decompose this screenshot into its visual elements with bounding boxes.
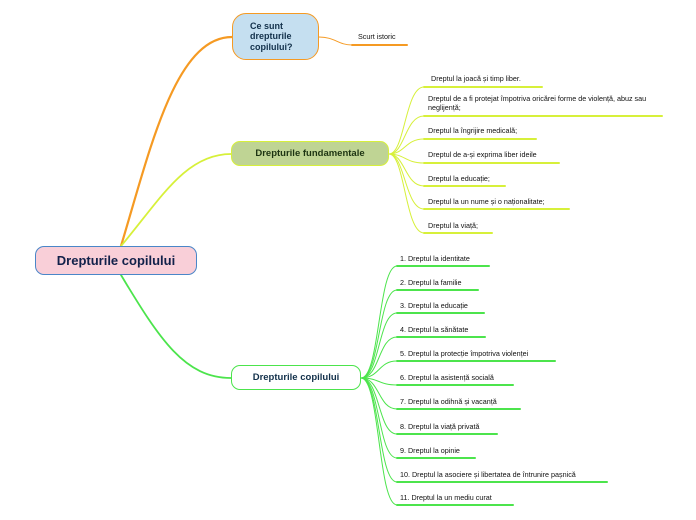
subtopic-item[interactable]: 3. Dreptul la educație <box>400 301 468 310</box>
subtopic-item[interactable]: 6. Dreptul la asistență socială <box>400 373 494 382</box>
topic-label: Ce sunt drepturile copilului? <box>250 20 293 52</box>
central-topic[interactable]: Drepturile copilului <box>35 246 197 275</box>
subtopic-item[interactable]: 8. Dreptul la viață privată <box>400 422 480 431</box>
subtopic-item[interactable]: Dreptul de a fi protejat împotriva orică… <box>428 94 647 112</box>
subtopic-item[interactable]: 7. Dreptul la odihnă și vacanță <box>400 397 497 406</box>
subtopic-item[interactable]: 10. Dreptul la asociere și libertatea de… <box>400 470 576 479</box>
subtopic-item[interactable]: Scurt istoric <box>358 32 396 41</box>
subtopic-item[interactable]: Dreptul la educație; <box>428 174 490 183</box>
subtopic-item[interactable]: Dreptul la un nume și o naționalitate; <box>428 197 545 206</box>
topic-drepturile-copilului[interactable]: Drepturile copilului <box>231 365 361 390</box>
topic-ce-sunt-drepturile[interactable]: Ce sunt drepturile copilului? <box>232 13 319 60</box>
central-topic-label: Drepturile copilului <box>56 253 176 268</box>
topic-label: Drepturile fundamentale <box>255 148 365 159</box>
subtopic-item[interactable]: 2. Dreptul la familie <box>400 278 462 287</box>
subtopic-item[interactable]: Dreptul de a-și exprima liber ideile <box>428 150 537 159</box>
topic-drepturile-fundamentale[interactable]: Drepturile fundamentale <box>231 141 389 166</box>
subtopic-item[interactable]: 11. Dreptul la un mediu curat <box>400 493 492 502</box>
subtopic-item[interactable]: Dreptul la viață; <box>428 221 478 230</box>
subtopic-item[interactable]: Dreptul la îngrijire medicală; <box>428 126 518 135</box>
subtopic-item[interactable]: Dreptul la joacă și timp liber. <box>431 74 521 83</box>
subtopic-item[interactable]: 5. Dreptul la protecție împotriva violen… <box>400 349 529 358</box>
subtopic-item[interactable]: 1. Dreptul la identitate <box>400 254 470 263</box>
subtopic-item[interactable]: 9. Dreptul la opinie <box>400 446 460 455</box>
topic-label: Drepturile copilului <box>252 372 340 383</box>
subtopic-item[interactable]: 4. Dreptul la sănătate <box>400 325 469 334</box>
